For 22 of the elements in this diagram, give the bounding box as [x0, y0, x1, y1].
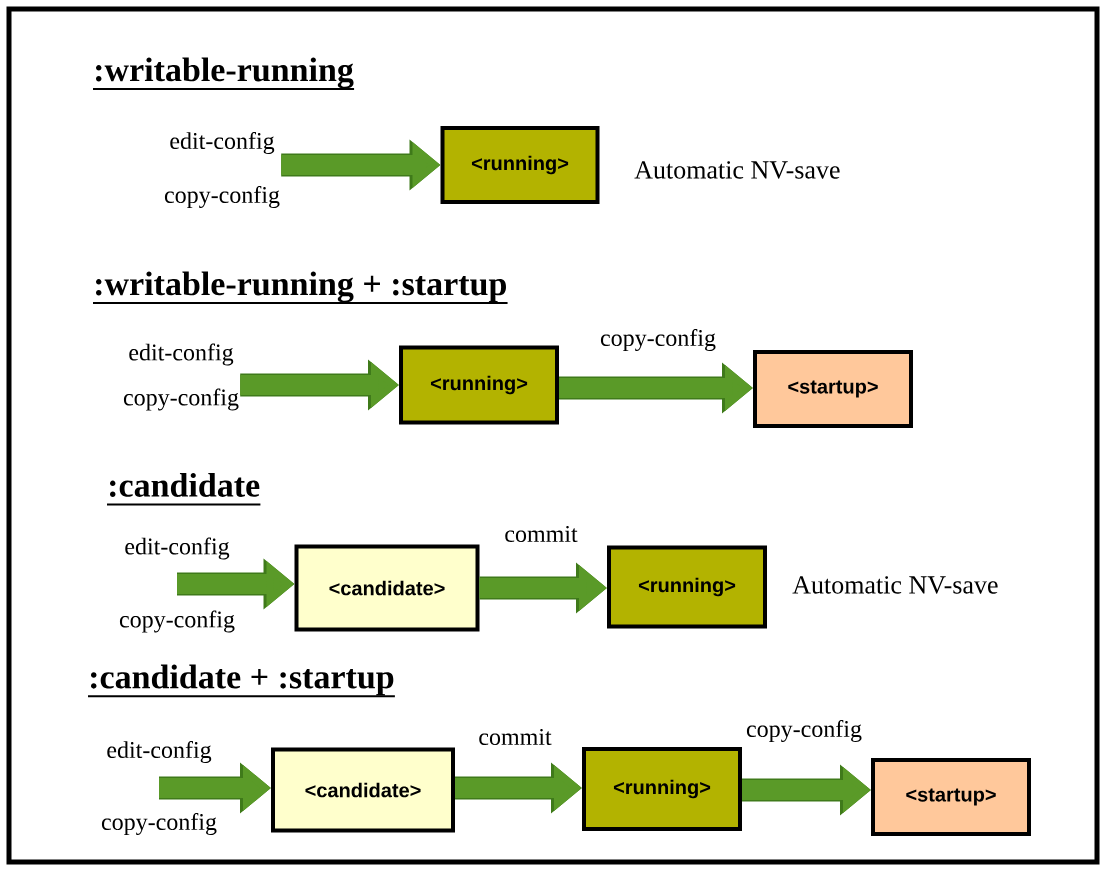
running-box: <running> [399, 345, 559, 425]
section-heading: :writable-running + :startup [96, 271, 506, 303]
edge-label: commit [505, 525, 578, 543]
startup-box: <startup> [753, 350, 913, 428]
startup-box: <startup> [871, 758, 1031, 836]
command-text: edit-config copy-config [164, 131, 280, 209]
section-heading: :candidate [110, 472, 260, 498]
command-text: edit-config copy-config [119, 537, 235, 633]
edge-label: copy-config [746, 719, 862, 743]
annotation-text: Automatic NV-save [634, 161, 840, 179]
candidate-box: <candidate> [271, 747, 455, 833]
command-text: edit-config copy-config [123, 343, 239, 411]
annotation-text: Automatic NV-save [792, 576, 998, 594]
section-heading: :writable-running [96, 57, 354, 89]
running-box: <running> [607, 545, 767, 629]
running-box: <running> [440, 126, 600, 204]
section-heading: :candidate + :startup [91, 664, 394, 696]
candidate-box: <candidate> [294, 544, 480, 632]
edge-label: commit [479, 728, 552, 746]
running-box: <running> [582, 747, 742, 831]
command-text: edit-config copy-config [101, 740, 217, 836]
edge-label: copy-config [600, 328, 716, 352]
